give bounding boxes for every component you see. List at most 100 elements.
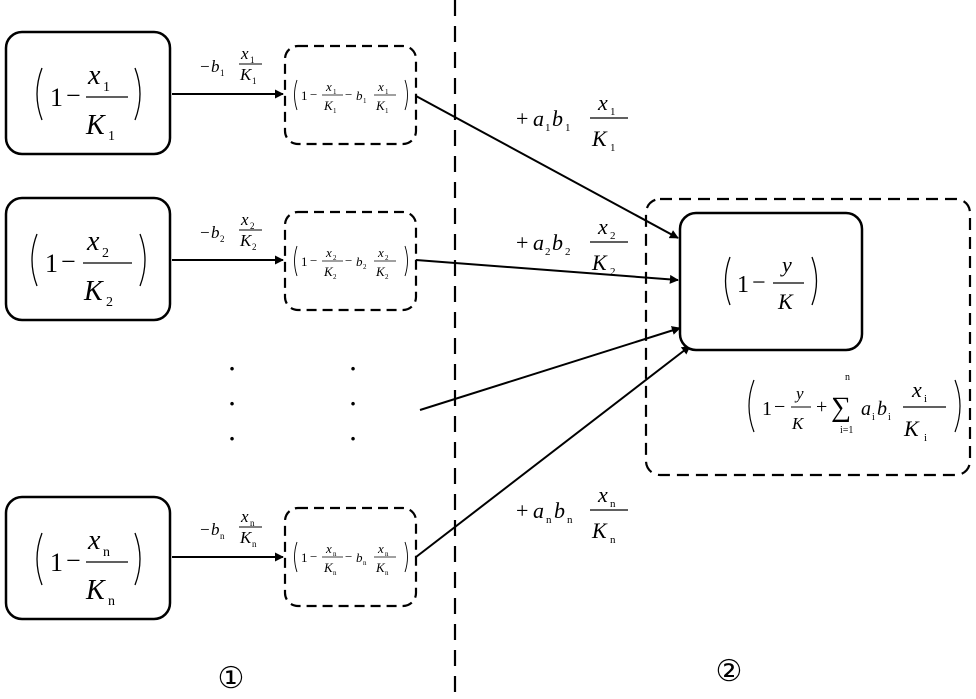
arrow-ellipsis-to-target [419,326,681,411]
svg-text:2: 2 [333,254,337,262]
svg-text:K: K [791,414,805,433]
arrow-label-2: − b 2 x 2 K 2 [200,210,262,252]
svg-text:x: x [597,482,608,507]
svg-text:b: b [554,498,565,523]
svg-text:K: K [239,528,253,547]
svg-text:1: 1 [610,142,616,154]
svg-text:1: 1 [301,88,308,103]
svg-text:2: 2 [220,234,225,244]
svg-text:1: 1 [103,80,110,95]
svg-text:·: · [349,391,356,416]
svg-text:x: x [86,226,100,257]
column-marker-1: ① [218,661,245,696]
svg-text:1: 1 [363,97,367,105]
svg-text:K: K [323,98,334,113]
combined-expression: 1 − y K + n ∑ i=1 a i b i x i K i [748,372,961,444]
svg-text:1: 1 [762,398,772,420]
svg-text:a: a [533,498,544,523]
arrow-step-1-to-target [415,95,679,239]
column-marker-2: ② [716,654,743,689]
svg-text:−: − [61,247,76,276]
svg-text:1: 1 [545,122,551,134]
svg-text:n: n [385,550,389,558]
target-combined-region [644,197,972,477]
svg-text:K: K [323,264,334,279]
svg-text:K: K [777,289,794,314]
svg-text:−: − [310,549,317,564]
svg-text:−: − [200,223,210,242]
svg-text:∑: ∑ [831,392,851,423]
svg-text:x: x [325,541,332,556]
svg-text:x: x [377,245,384,260]
svg-text:n: n [363,559,367,567]
svg-text:i: i [924,432,927,444]
svg-text:K: K [375,264,386,279]
svg-text:b: b [356,254,363,269]
svg-text:1: 1 [50,83,63,112]
svg-text:n: n [333,569,337,577]
arrow-label-target-1: + a 1 b 1 x 1 K 1 [516,90,628,154]
source-node-n: 1 − x n K n [4,495,172,621]
svg-text:·: · [228,426,235,451]
svg-text:n: n [845,372,850,383]
svg-text:y: y [794,384,804,403]
svg-text:−: − [752,270,766,296]
svg-text:−: − [345,549,352,564]
svg-text:n: n [108,594,115,609]
svg-text:·: · [228,391,235,416]
svg-text:b: b [356,550,363,565]
svg-text:2: 2 [252,242,257,252]
svg-text:x: x [377,541,384,556]
svg-text:n: n [610,498,616,510]
svg-text:n: n [567,514,573,526]
svg-text:n: n [610,534,616,546]
svg-text:x: x [597,90,608,115]
svg-text:i: i [872,412,875,423]
svg-text:2: 2 [610,266,616,278]
svg-text:n: n [250,518,255,528]
svg-text:K: K [375,98,386,113]
arrow-label-1: − b 1 x 1 K 1 [200,44,262,86]
svg-text:1: 1 [45,249,58,278]
svg-text:2: 2 [385,254,389,262]
svg-text:−: − [200,520,210,539]
svg-text:2: 2 [565,246,571,258]
svg-text:1: 1 [252,76,257,86]
svg-text:n: n [252,539,257,549]
svg-text:n: n [220,531,225,541]
svg-text:−: − [310,87,317,102]
svg-text:1: 1 [333,88,337,96]
svg-text:b: b [211,223,220,242]
row-ellipsis-left: · · · [228,356,235,451]
svg-text:1: 1 [565,122,571,134]
svg-text:+: + [516,230,528,255]
svg-text:x: x [87,525,101,556]
svg-text:1: 1 [301,550,308,565]
svg-text:K: K [375,560,386,575]
svg-text:−: − [66,546,81,575]
svg-text:2: 2 [363,263,367,271]
svg-text:i: i [924,393,927,405]
svg-text:b: b [877,398,887,420]
svg-text:x: x [911,377,922,402]
step-node-n: 1 − x n K n − b n x n K n [283,506,418,608]
svg-text:K: K [239,231,253,250]
svg-text:·: · [349,356,356,381]
svg-text:·: · [349,426,356,451]
svg-text:2: 2 [102,246,109,261]
svg-text:+: + [516,498,528,523]
svg-text:2: 2 [333,273,337,281]
svg-text:+: + [816,396,827,418]
svg-text:K: K [323,560,334,575]
arrow-label-target-n: + a n b n x n K n [516,482,628,546]
svg-text:K: K [591,126,608,151]
source-node-2: 1 − x 2 K 2 [4,196,172,322]
svg-text:·: · [228,356,235,381]
svg-text:b: b [211,57,220,76]
svg-text:x: x [597,214,608,239]
svg-text:b: b [356,88,363,103]
target-node: 1 − y K [678,211,864,352]
svg-text:+: + [516,106,528,131]
svg-text:b: b [552,230,563,255]
